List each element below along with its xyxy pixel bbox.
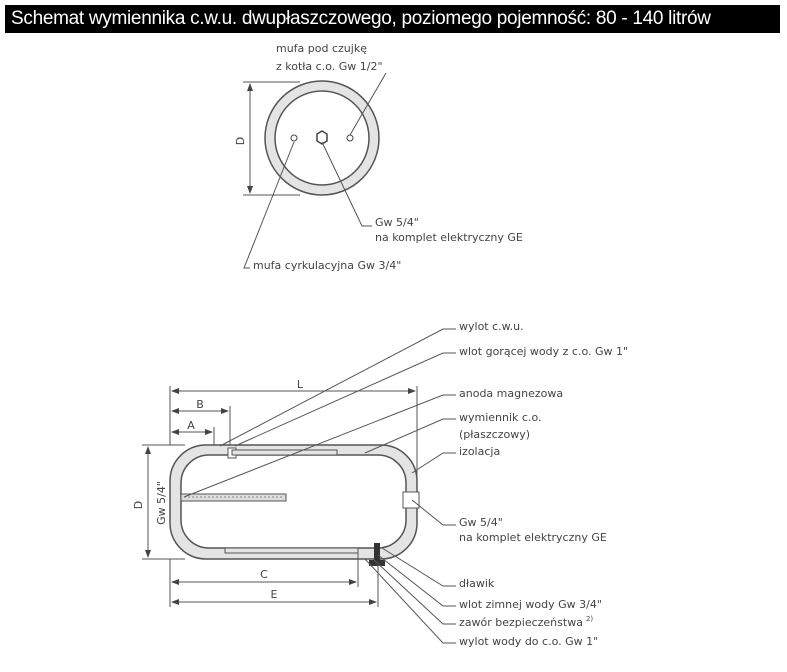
dim-b-label: B xyxy=(196,398,204,411)
label-gland: dławik xyxy=(459,577,495,590)
jacket-exchanger-bottom xyxy=(224,547,359,554)
label-hot-water-outlet: wylot c.w.u. xyxy=(459,320,524,333)
heater-label-2: na komplet elektryczny GE xyxy=(375,231,523,244)
jacket-exchanger-top xyxy=(231,449,338,456)
dim-c-label: C xyxy=(260,568,268,581)
dim-d-label: D xyxy=(132,501,145,509)
safety-valve-text: zawór bezpieczeństwa xyxy=(459,616,583,629)
label-insulation: izolacja xyxy=(459,445,500,458)
dim-a-label: A xyxy=(187,419,195,432)
anode-thread-label: Gw 5/4" xyxy=(155,481,168,525)
valve xyxy=(374,543,380,565)
label-heater-thread: Gw 5/4" xyxy=(459,516,503,529)
label-exchanger: wymiennik c.o. xyxy=(459,411,542,424)
footnote-mark: 2) xyxy=(586,615,593,623)
dim-l-label: L xyxy=(297,378,304,391)
sensor-port xyxy=(346,134,354,142)
label-cold-water-inlet: wlot zimnej wody Gw 3/4" xyxy=(459,598,602,611)
side-view: L B A D Gw 5/4" C E wylot c.w.u. wlot go… xyxy=(132,320,628,648)
label-anode: anoda magnezowa xyxy=(459,387,563,400)
circulation-port xyxy=(290,134,298,142)
sensor-label-2: z kotła c.o. Gw 1/2" xyxy=(276,60,383,73)
label-hot-water-inlet: wlot gorącej wody z c.o. Gw 1" xyxy=(459,345,628,358)
circulation-label: mufa cyrkulacyjna Gw 3/4" xyxy=(253,259,401,272)
sensor-label: mufa pod czujkę xyxy=(276,42,367,55)
dim-e-label: E xyxy=(271,588,278,601)
heater-port xyxy=(316,130,328,145)
front-view: D mufa pod czujkę z kotła c.o. Gw 1/2" G… xyxy=(234,42,523,272)
heater-label: Gw 5/4" xyxy=(375,216,419,229)
label-water-outlet: wylot wody do c.o. Gw 1" xyxy=(459,635,598,648)
page-title: Schemat wymiennika c.w.u. dwupłaszczoweg… xyxy=(5,5,780,33)
dim-d-label: D xyxy=(234,137,247,145)
label-heater-kit: na komplet elektryczny GE xyxy=(459,531,607,544)
label-exchanger-type: (płaszczowy) xyxy=(459,428,530,441)
